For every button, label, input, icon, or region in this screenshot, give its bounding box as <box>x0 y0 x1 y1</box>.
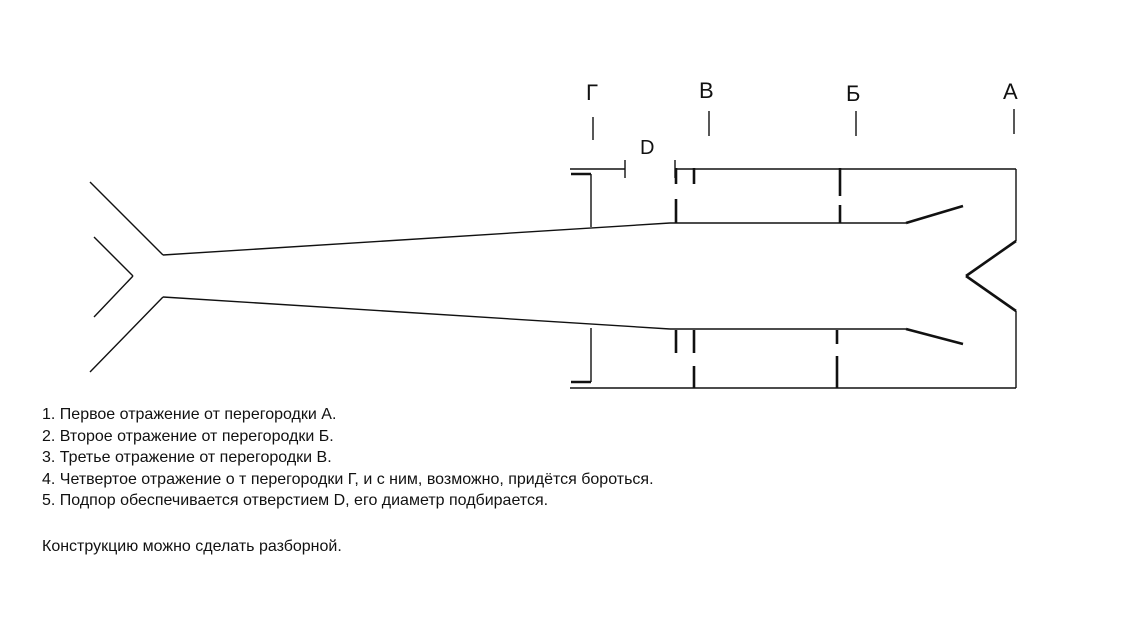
label-partition-b: Б <box>846 81 860 106</box>
partition-ticks <box>592 109 1015 140</box>
label-hole-d: D <box>640 137 654 159</box>
outer-chamber <box>570 160 1017 389</box>
partition-a <box>965 239 1017 313</box>
note-item: 1. Первое отражение от перегородки А. <box>42 406 337 423</box>
label-partition-g: Г <box>586 80 598 105</box>
note-item: 4. Четвертое отражение о т перегородки Г… <box>42 470 654 488</box>
inner-pipe <box>162 222 906 330</box>
label-partition-v: В <box>699 78 714 103</box>
partition-b <box>835 168 842 388</box>
muffler-diagram: Г В Б А D <box>89 78 1018 389</box>
partition-v <box>674 168 696 388</box>
note-item: 5. Подпор обеспечивается отверстием D, е… <box>42 492 549 509</box>
notes-list: 1. Первое отражение от перегородки А. 2.… <box>42 404 1042 512</box>
partition-g <box>571 172 592 384</box>
inlet-pipe <box>89 181 164 373</box>
pipe-flares <box>905 204 964 346</box>
label-partition-a: А <box>1003 79 1018 104</box>
note-item: 2. Второе отражение от перегородки Б. <box>42 427 334 445</box>
note-item: 3. Третье отражение от перегородки В. <box>42 449 332 466</box>
footnote: Конструкцию можно сделать разборной. <box>42 538 342 555</box>
